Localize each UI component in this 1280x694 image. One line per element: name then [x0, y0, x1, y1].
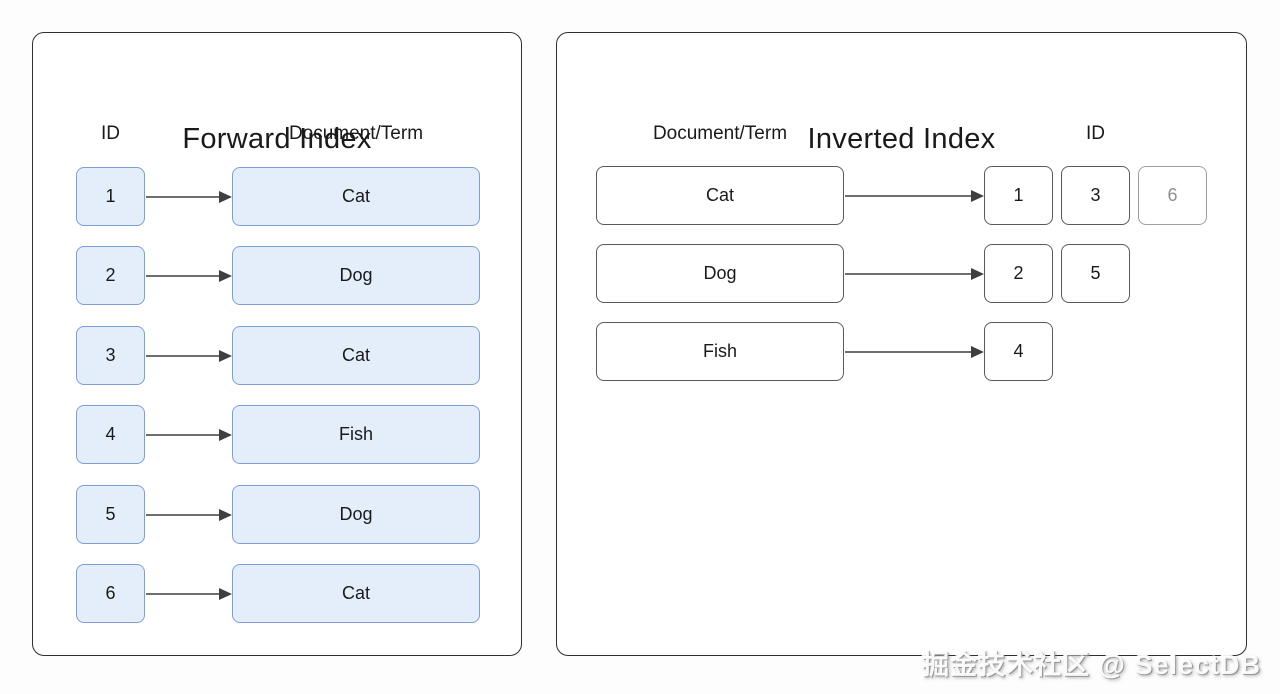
- arrow-line: [146, 433, 221, 436]
- forward-row: 1 Cat: [33, 167, 521, 226]
- arrow-line: [845, 194, 973, 197]
- arrow-line: [146, 354, 221, 357]
- inverted-row: Fish 4: [557, 322, 1246, 381]
- flow-arrow: [146, 326, 232, 385]
- result-id-box: 1: [984, 166, 1053, 225]
- inverted-row: Dog 2 5: [557, 244, 1246, 303]
- term-box: Dog: [232, 485, 480, 544]
- term-box: Fish: [596, 322, 844, 381]
- term-box: Dog: [596, 244, 844, 303]
- forward-index-panel: Forward Index ID Document/Term 1 Cat 2 D…: [32, 32, 522, 656]
- arrow-head-icon: [219, 428, 232, 441]
- forward-index-title: Forward Index: [182, 123, 372, 156]
- term-box: Cat: [232, 167, 480, 226]
- watermark-text: 掘金技术社区 @ SelectDB: [922, 650, 1261, 680]
- arrow-line: [146, 592, 221, 595]
- forward-id-column-header: ID: [101, 123, 120, 144]
- flow-arrow: [146, 246, 232, 305]
- arrow-line: [146, 195, 221, 198]
- flow-arrow: [146, 485, 232, 544]
- forward-row: 6 Cat: [33, 564, 521, 623]
- arrow-head-icon: [971, 189, 984, 202]
- result-id-box: 2: [984, 244, 1053, 303]
- arrow-line: [845, 272, 973, 275]
- arrow-head-icon: [219, 587, 232, 600]
- doc-id-box: 2: [76, 246, 145, 305]
- result-id-box-muted: 6: [1138, 166, 1207, 225]
- flow-arrow: [146, 167, 232, 226]
- forward-row: 4 Fish: [33, 405, 521, 464]
- term-box: Fish: [232, 405, 480, 464]
- arrow-line: [146, 513, 221, 516]
- arrow-head-icon: [219, 508, 232, 521]
- flow-arrow: [845, 244, 984, 303]
- inverted-index-title: Inverted Index: [807, 123, 996, 156]
- result-id-box: 5: [1061, 244, 1130, 303]
- term-box: Cat: [232, 326, 480, 385]
- flow-arrow: [146, 564, 232, 623]
- arrow-head-icon: [971, 267, 984, 280]
- forward-row: 2 Dog: [33, 246, 521, 305]
- inverted-doc-column-header: Document/Term: [652, 123, 788, 144]
- result-id-box: 3: [1061, 166, 1130, 225]
- flow-arrow: [146, 405, 232, 464]
- result-id-box: 4: [984, 322, 1053, 381]
- forward-doc-column-header: Document/Term: [288, 123, 424, 144]
- doc-id-box: 6: [76, 564, 145, 623]
- doc-id-box: 5: [76, 485, 145, 544]
- flow-arrow: [845, 166, 984, 225]
- doc-id-box: 3: [76, 326, 145, 385]
- forward-row: 5 Dog: [33, 485, 521, 544]
- arrow-head-icon: [219, 269, 232, 282]
- arrow-head-icon: [219, 190, 232, 203]
- term-box: Dog: [232, 246, 480, 305]
- inverted-id-column-header: ID: [1086, 123, 1105, 144]
- doc-id-box: 1: [76, 167, 145, 226]
- inverted-index-panel: Inverted Index Document/Term ID Cat 1 3 …: [556, 32, 1247, 656]
- forward-row: 3 Cat: [33, 326, 521, 385]
- term-box: Cat: [596, 166, 844, 225]
- doc-id-box: 4: [76, 405, 145, 464]
- term-box: Cat: [232, 564, 480, 623]
- flow-arrow: [845, 322, 984, 381]
- arrow-line: [845, 350, 973, 353]
- arrow-head-icon: [971, 345, 984, 358]
- inverted-row: Cat 1 3 6: [557, 166, 1246, 225]
- arrow-line: [146, 274, 221, 277]
- arrow-head-icon: [219, 349, 232, 362]
